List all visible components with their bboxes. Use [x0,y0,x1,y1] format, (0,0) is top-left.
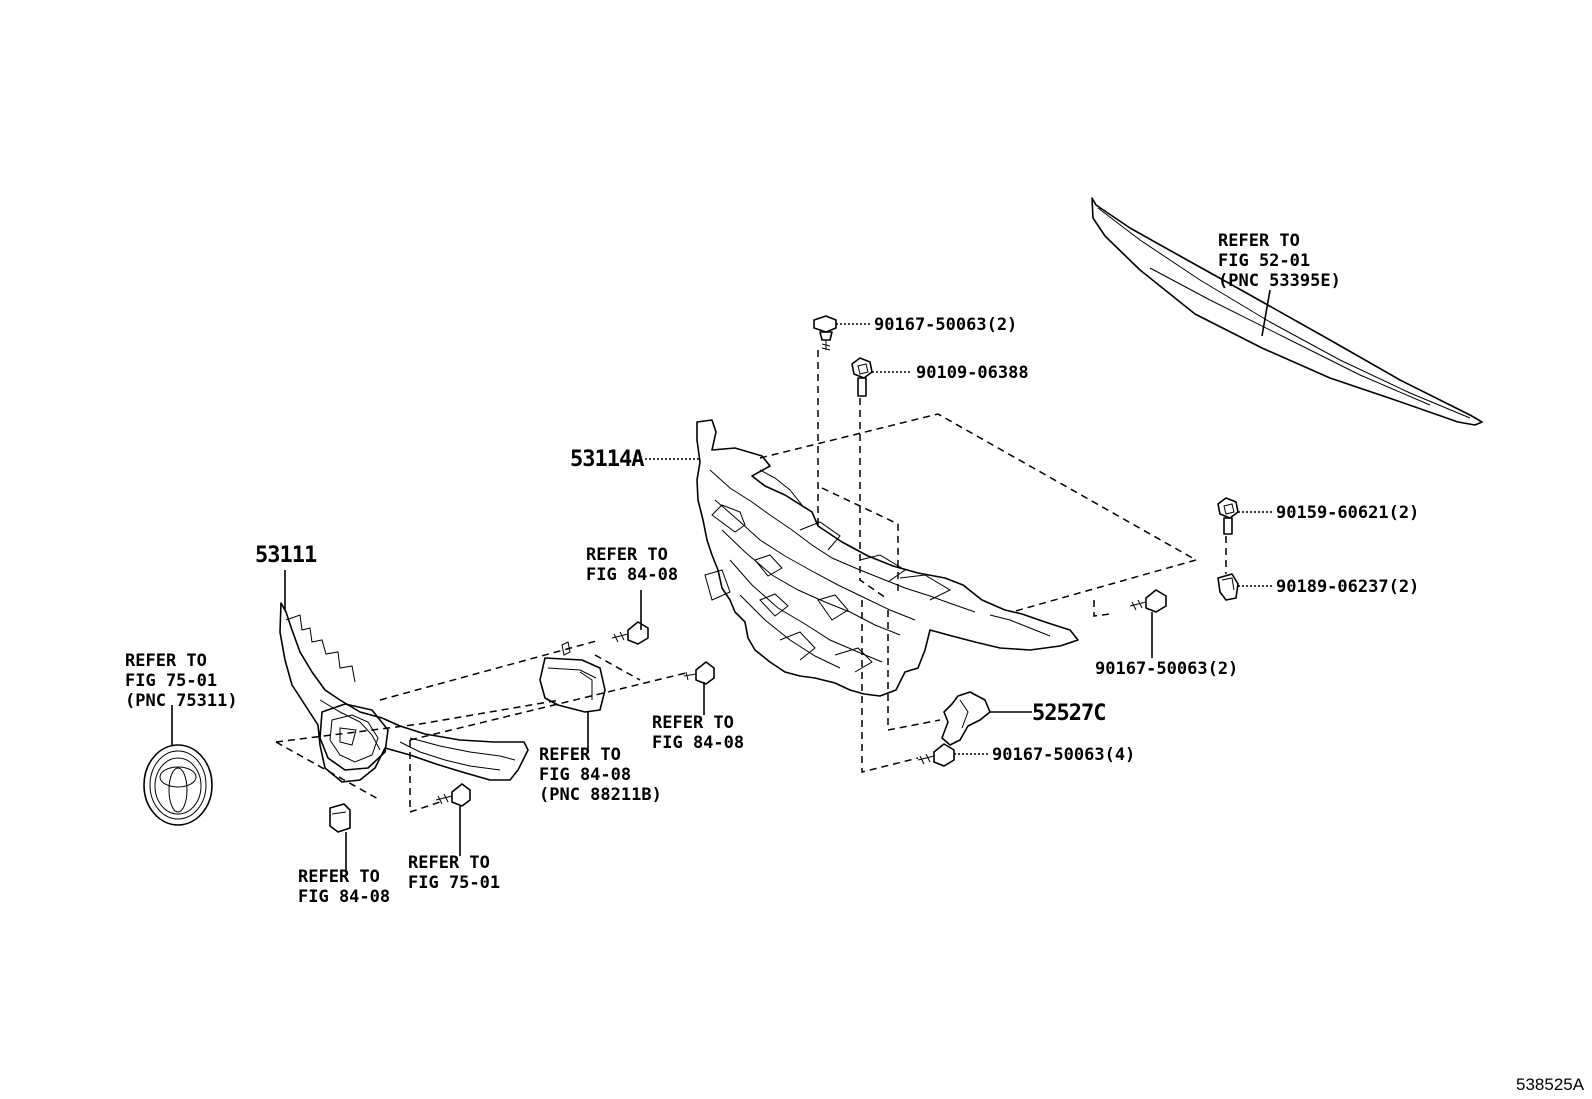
label-bolt-top: 90109-06388 [916,363,1029,383]
label-screw-bottom: 90167-50063(4) [992,745,1135,765]
refer-emblem: REFER TO FIG 75-01 (PNC 75311) [125,651,238,711]
diagram-id: 538525A [1516,1075,1585,1094]
label-screw-right-upper: 90159-60621(2) [1276,503,1419,523]
refer-emblem-line1: REFER TO [125,651,207,671]
refer-molding-line3: (PNC 53395E) [1218,271,1341,291]
screw-top-icon[interactable] [813,315,837,351]
hood-molding-part[interactable] [1091,197,1483,426]
refer-nut-bottom: REFER TO FIG 84-08 [298,867,390,907]
refer-screw-bottom-line1: REFER TO [408,853,490,873]
refer-screw-bottom-line2: FIG 75-01 [408,873,500,893]
screw-bottom-left-icon[interactable] [435,783,471,807]
leader-lines [171,289,1274,872]
emblem-part[interactable] [143,744,213,826]
radiator-grille-part[interactable] [279,602,529,783]
refer-nut-bottom-line1: REFER TO [298,867,380,887]
refer-molding-line1: REFER TO [1218,231,1300,251]
refer-nut-bottom-line2: FIG 84-08 [298,887,390,907]
sensor-part[interactable] [539,641,606,713]
refer-molding: REFER TO FIG 52-01 (PNC 53395E) [1218,231,1341,291]
label-53114a: 53114A [570,447,644,472]
refer-bolt-mid: REFER TO FIG 84-08 [652,713,744,753]
refer-emblem-line3: (PNC 75311) [125,691,238,711]
label-screw-right-lower: 90167-50063(2) [1095,659,1238,679]
label-52527c: 52527C [1032,701,1105,726]
refer-bolt-upper-line1: REFER TO [586,545,668,565]
refer-screw-bottom: REFER TO FIG 75-01 [408,853,500,893]
label-screw-top: 90167-50063(2) [874,315,1017,335]
refer-sensor-line1: REFER TO [539,745,621,765]
screw-right-upper-icon[interactable] [1217,497,1239,535]
radiator-support-part[interactable] [696,419,1079,697]
bolt-top-icon[interactable] [851,357,873,397]
screw-right-lower-icon[interactable] [1129,589,1167,613]
refer-bolt-mid-line1: REFER TO [652,713,734,733]
refer-bolt-upper-line2: FIG 84-08 [586,565,678,585]
label-53111: 53111 [255,543,317,568]
refer-sensor-line3: (PNC 88211B) [539,785,662,805]
assembly-dashed-lines [275,350,1227,814]
bolt-upper-icon[interactable] [611,621,649,645]
nut-bottom-icon[interactable] [329,803,351,833]
refer-emblem-line2: FIG 75-01 [125,671,217,691]
bolt-mid-icon[interactable] [683,661,715,685]
refer-sensor-line2: FIG 84-08 [539,765,631,785]
refer-sensor: REFER TO FIG 84-08 (PNC 88211B) [539,745,662,805]
refer-bolt-mid-line2: FIG 84-08 [652,733,744,753]
label-clip-right: 90189-06237(2) [1276,577,1419,597]
refer-bolt-upper: REFER TO FIG 84-08 [586,545,678,585]
bracket-52527c-part[interactable] [941,691,991,746]
screw-bottom-icon[interactable] [917,743,955,767]
clip-right-icon[interactable] [1217,573,1239,601]
refer-molding-line2: FIG 52-01 [1218,251,1310,271]
